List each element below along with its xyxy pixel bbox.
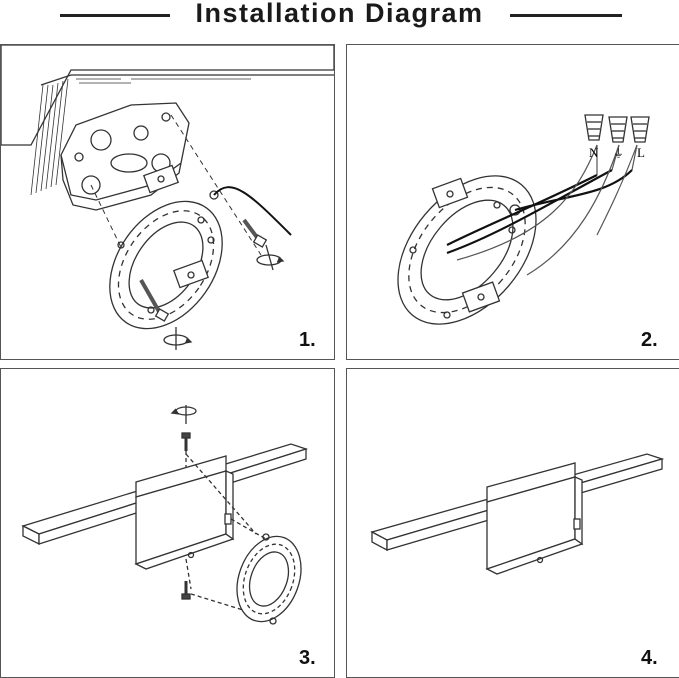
- step-1-panel: 1.: [0, 44, 335, 360]
- step-2-number: 2.: [641, 329, 658, 351]
- screw-right: [242, 218, 268, 248]
- ground-screw: [509, 204, 521, 216]
- title-right-rule: [510, 14, 622, 17]
- step-3-illustration: [21, 405, 309, 625]
- wire-label-ground: ⏚: [613, 147, 624, 160]
- mounting-bracket: [109, 164, 223, 330]
- title-left-rule: [60, 14, 170, 17]
- wire-label-neutral: N: [589, 145, 599, 160]
- box-knockout: [90, 129, 112, 151]
- backplate: [485, 462, 584, 575]
- step-1-number: 1.: [299, 329, 316, 351]
- rotate-arrow-icon-2: [256, 244, 285, 271]
- rotate-arrow-icon: [163, 327, 193, 350]
- ceiling-edge: [40, 74, 334, 86]
- wire-label-live: L: [637, 145, 645, 160]
- top-screw: [181, 432, 191, 451]
- step-4-illustration: [370, 453, 665, 575]
- mounting-bracket: [236, 533, 302, 625]
- step-2-illustration: [397, 114, 650, 325]
- ceiling-hatching: [30, 74, 251, 196]
- wire-nut-neutral: [584, 114, 604, 141]
- bottom-screw: [181, 581, 191, 600]
- step-3-panel: 3.: [0, 368, 335, 678]
- mounting-bracket: [397, 175, 537, 325]
- step-2-panel: N ⏚ L 2.: [346, 44, 679, 360]
- screw-left: [139, 279, 170, 322]
- diagram-title: Installation Diagram: [195, 0, 484, 28]
- lead-wires: [456, 144, 638, 276]
- wire-nut-ground: [608, 116, 628, 143]
- step-4-panel: 4.: [346, 368, 679, 678]
- title-row: Installation Diagram: [0, 0, 679, 30]
- rotate-arrow-icon: [170, 405, 197, 424]
- step-4-number: 4.: [641, 647, 658, 669]
- step-1-illustration: [1, 45, 334, 350]
- ground-wire: [213, 186, 292, 236]
- ground-screw: [209, 190, 219, 200]
- ceiling-surface: [1, 45, 334, 146]
- step-3-number: 3.: [299, 647, 316, 669]
- backplate: [134, 455, 235, 570]
- wire-nut-live: [630, 116, 650, 143]
